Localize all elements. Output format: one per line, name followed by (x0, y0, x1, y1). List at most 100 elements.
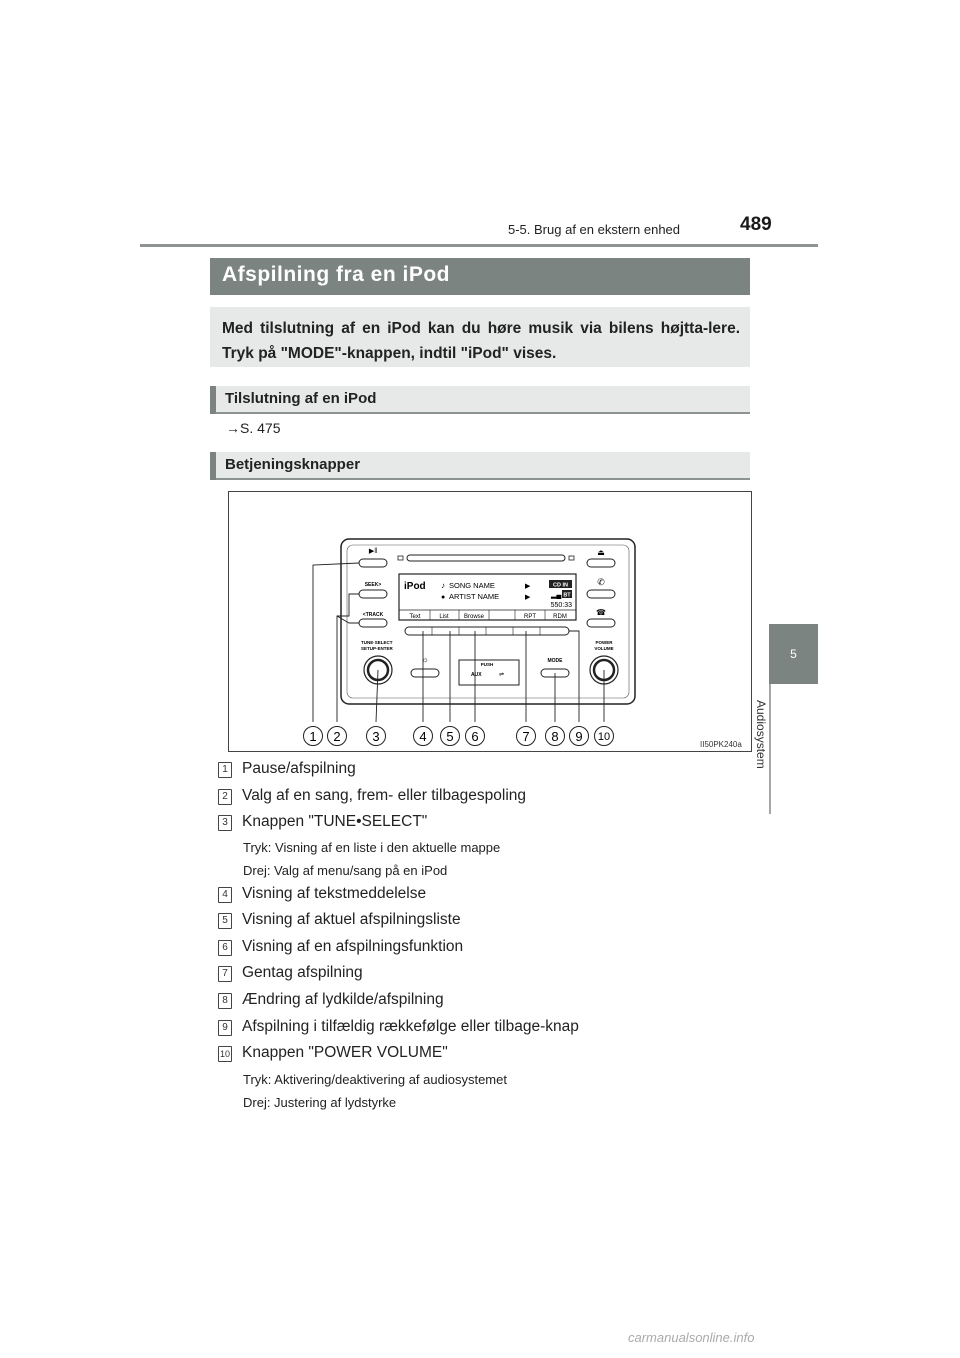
bt-badge (562, 590, 572, 598)
item-label: Visning af en afspilningsfunktion (242, 938, 464, 955)
item-number: 8 (218, 993, 232, 1009)
display-screen (398, 573, 577, 621)
callout-line-1 (312, 562, 360, 722)
item-number: 7 (218, 966, 232, 982)
item-number: 6 (218, 940, 232, 956)
phone-on-button (586, 589, 616, 599)
cd-in-label: CD IN (553, 583, 568, 589)
item-number: 5 (218, 913, 232, 929)
mode-label: MODE (548, 658, 564, 664)
phone-off-button (586, 618, 616, 628)
usb-icon: ⇌ (499, 671, 504, 678)
page-number: 489 (740, 214, 772, 235)
track-button (358, 618, 388, 628)
callout-8: 8 (551, 729, 558, 744)
item-number: 1 (218, 762, 232, 778)
push-label: PUSH (481, 662, 494, 667)
item-label: Visning af aktuel afspilningsliste (242, 911, 461, 928)
display-song: SONG NAME (449, 581, 495, 590)
tune-select-label: TUNE·SELECT (361, 640, 393, 645)
eject-button (586, 558, 616, 568)
callout-7: 7 (522, 729, 529, 744)
bt-label: BT (563, 593, 571, 599)
item-number: 3 (218, 815, 232, 831)
display-artist: ARTIST NAME (449, 592, 499, 601)
seek-button (358, 589, 388, 599)
item-label: Gentag afspilning (242, 964, 363, 981)
slot-mark-right (568, 555, 575, 561)
aux-label: AUX (471, 672, 482, 678)
hangup-icon: ☎ (596, 608, 606, 617)
softkey-text: Text (409, 614, 420, 620)
page-reference: →S. 475 (226, 420, 281, 436)
note-power-press: Tryk: Aktivering/deaktivering af audiosy… (243, 1072, 507, 1087)
eject-icon: ⏏ (597, 548, 605, 557)
item-label: Knappen "POWER VOLUME" (242, 1044, 448, 1061)
item-label: Ændring af lydkilde/afspilning (242, 991, 444, 1008)
page-title-bar: Afspilning fra en iPod (210, 258, 750, 295)
callout-10: 10 (598, 731, 610, 743)
item-number: 9 (218, 1020, 232, 1036)
audio-panel-illustration: ▶‖ SEEK> <TRACK ⏏ ✆ ☎ iPod ♪ SONG NAME ●… (303, 538, 636, 746)
phone-icon: ✆ (597, 577, 605, 587)
chapter-tab-label: Audiosystem (754, 700, 768, 769)
callout-2: 2 (333, 729, 340, 744)
item-number: 2 (218, 789, 232, 805)
page-title: Afspilning fra en iPod (222, 263, 451, 286)
item-label: Valg af en sang, frem- eller tilbagespol… (242, 787, 527, 804)
aux-usb-cover (458, 659, 520, 686)
callout-4: 4 (419, 729, 426, 744)
header-divider (140, 244, 818, 247)
item-label: Afspilning i tilfældig rækkefølge eller … (242, 1018, 579, 1035)
callout-5: 5 (446, 729, 453, 744)
callout-line-2 (336, 593, 359, 722)
person-icon: ● (441, 594, 445, 601)
softkey-rpt: RPT (524, 614, 536, 620)
callout-3: 3 (372, 729, 379, 744)
arrow-right-icon: ▶ (525, 583, 531, 590)
section-heading-buttons-text: Betjeningsknapper (225, 456, 361, 473)
note-tune-turn: Drej: Valg af menu/sang på en iPod (243, 863, 448, 878)
play-pause-button (358, 558, 388, 568)
music-note-icon: ♪ (441, 581, 445, 590)
item-number: 10 (218, 1046, 232, 1062)
heading-accent (210, 452, 216, 480)
section-heading-connect: Tilslutning af en iPod (210, 386, 750, 414)
figure-code: II50PK240a (700, 740, 742, 749)
callout-9: 9 (575, 729, 582, 744)
light-icon: ☼ (421, 655, 428, 664)
header-section-title: 5-5. Brug af en ekstern enhed (508, 222, 681, 237)
callout-1: 1 (309, 729, 316, 744)
slot-mark-left (397, 555, 404, 561)
callout-line-9 (569, 630, 580, 722)
section-heading-connect-text: Tilslutning af en iPod (225, 390, 377, 407)
chapter-tab: 5 (769, 624, 818, 684)
callout-numbers: 1 2 3 4 5 6 7 8 9 10 (303, 726, 614, 746)
item-number: 4 (218, 887, 232, 903)
arrow-right-icon: ▶ (525, 594, 531, 601)
cd-in-badge (549, 580, 572, 588)
note-power-turn: Drej: Justering af lydstyrke (243, 1095, 397, 1110)
softkey-browse: Browse (464, 614, 485, 620)
intro-text: Med tilslutning af en iPod kan du høre m… (222, 320, 740, 362)
item-label: Visning af tekstmeddelelse (242, 885, 427, 902)
display-time: 550:33 (551, 602, 573, 609)
track-label: <TRACK (363, 612, 384, 618)
play-pause-icon: ▶‖ (369, 548, 377, 555)
heading-accent (210, 386, 216, 414)
display-source: iPod (404, 581, 426, 592)
cd-slot (406, 554, 566, 562)
softkey-list: List (439, 614, 449, 620)
volume-label: VOLUME (594, 646, 613, 651)
audio-panel-figure: ▶‖ SEEK> <TRACK ⏏ ✆ ☎ iPod ♪ SONG NAME ●… (228, 491, 752, 752)
seek-label: SEEK> (365, 582, 382, 588)
note-tune-press: Tryk: Visning af en liste i den aktuelle… (243, 840, 501, 855)
chapter-tab-line (769, 684, 771, 814)
watermark: carmanualsonline.info (628, 1330, 755, 1345)
section-heading-buttons: Betjeningsknapper (210, 452, 750, 480)
intro-box: Med tilslutning af en iPod kan du høre m… (210, 307, 750, 367)
callout-line-3 (375, 669, 379, 723)
signal-icon: ▂▄ (550, 592, 561, 600)
callout-6: 6 (471, 729, 478, 744)
item-label: Knappen "TUNE•SELECT" (242, 813, 428, 830)
